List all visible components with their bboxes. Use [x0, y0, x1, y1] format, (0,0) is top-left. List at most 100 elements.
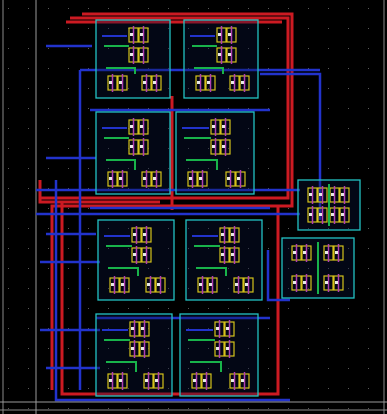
- grid-dot: [108, 368, 109, 369]
- grid-dot: [128, 88, 129, 89]
- grid-dot: [368, 128, 369, 129]
- grid-dot: [368, 208, 369, 209]
- grid-dot: [68, 228, 69, 229]
- grid-dot: [248, 228, 249, 229]
- contact-via: [335, 281, 338, 284]
- grid-dot: [68, 148, 69, 149]
- grid-dot: [148, 368, 149, 369]
- grid-dot: [288, 328, 289, 329]
- metal-routing-layer: [36, 12, 322, 402]
- grid-dot: [188, 368, 189, 369]
- grid-dot: [308, 348, 309, 349]
- grid-dot: [108, 48, 109, 49]
- grid-dot: [128, 248, 129, 249]
- grid-dot: [168, 388, 169, 389]
- grid-dot: [268, 368, 269, 369]
- cell-block: [95, 313, 173, 397]
- contact-via: [309, 213, 312, 216]
- grid-dot: [128, 388, 129, 389]
- grid-dot: [148, 188, 149, 189]
- grid-dot: [208, 148, 209, 149]
- grid-dot: [348, 88, 349, 89]
- grid-dot: [208, 88, 209, 89]
- grid-dot: [108, 308, 109, 309]
- grid-dot: [88, 348, 89, 349]
- grid-dot: [28, 228, 29, 229]
- grid-dot: [308, 68, 309, 69]
- contact-via: [228, 53, 231, 56]
- grid-dot: [48, 168, 49, 169]
- grid-dot: [168, 228, 169, 229]
- contact-via: [130, 53, 133, 56]
- grid-dot: [208, 308, 209, 309]
- grid-dot: [208, 348, 209, 349]
- grid-dot: [208, 188, 209, 189]
- grid-dot: [28, 88, 29, 89]
- contact-via: [303, 281, 306, 284]
- contact-via: [109, 177, 112, 180]
- grid-dot: [188, 228, 189, 229]
- grid-dot: [88, 88, 89, 89]
- grid-dot: [8, 188, 9, 189]
- contact-via: [140, 125, 143, 128]
- grid-dot: [248, 328, 249, 329]
- contact-via: [231, 233, 234, 236]
- grid-dot: [348, 368, 349, 369]
- contact-via: [141, 347, 144, 350]
- grid-dot: [368, 188, 369, 189]
- grid-dot: [8, 8, 9, 9]
- grid-dot: [368, 308, 369, 309]
- grid-dot: [268, 188, 269, 189]
- grid-dot: [288, 288, 289, 289]
- grid-dot: [48, 188, 49, 189]
- grid-dot: [248, 188, 249, 189]
- grid-dot: [48, 208, 49, 209]
- grid-dot: [208, 328, 209, 329]
- grid-dot: [248, 8, 249, 9]
- grid-dot: [188, 68, 189, 69]
- grid-dot: [228, 308, 229, 309]
- grid-dot: [288, 348, 289, 349]
- contact-via: [197, 81, 200, 84]
- grid-dot: [228, 8, 229, 9]
- grid-dot: [108, 28, 109, 29]
- contact-via: [218, 53, 221, 56]
- grid-dot: [188, 48, 189, 49]
- contact-via: [226, 347, 229, 350]
- contact-via: [119, 177, 122, 180]
- grid-dot: [268, 248, 269, 249]
- contact-via: [209, 283, 212, 286]
- grid-dot: [68, 28, 69, 29]
- grid-dot: [328, 228, 329, 229]
- grid-dot: [188, 328, 189, 329]
- contact-via: [212, 125, 215, 128]
- grid-dot: [148, 288, 149, 289]
- grid-dot: [328, 128, 329, 129]
- signal-route: [260, 72, 322, 220]
- grid-dot: [308, 168, 309, 169]
- grid-dot: [168, 328, 169, 329]
- grid-dot: [168, 288, 169, 289]
- grid-dot: [28, 68, 29, 69]
- contact-via: [143, 177, 146, 180]
- contact-via: [227, 177, 230, 180]
- grid-dot: [248, 348, 249, 349]
- grid-dot: [108, 108, 109, 109]
- contact-via: [199, 283, 202, 286]
- grid-dot: [348, 68, 349, 69]
- grid-dot: [268, 128, 269, 129]
- grid-dot: [208, 108, 209, 109]
- contact-via: [203, 379, 206, 382]
- grid-dot: [308, 288, 309, 289]
- grid-dot: [368, 388, 369, 389]
- grid-dot: [328, 168, 329, 169]
- cell-block: [185, 219, 263, 301]
- grid-dot: [248, 268, 249, 269]
- grid-dot: [68, 268, 69, 269]
- grid-dot: [88, 208, 89, 209]
- contact-via: [133, 253, 136, 256]
- grid-dot: [188, 268, 189, 269]
- contact-via: [241, 379, 244, 382]
- grid-dot: [268, 148, 269, 149]
